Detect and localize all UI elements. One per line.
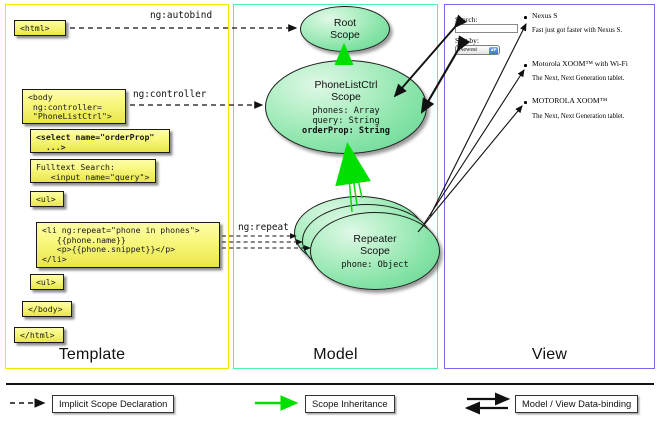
code-box-fulltext-search: Fulltext Search: <input name="query">: [30, 159, 156, 183]
view-phone-snippet: The Next, Next Generation tablet.: [532, 113, 625, 120]
legend-label-databinding: Model / View Data-binding: [515, 395, 639, 413]
scope-prop-orderprop: orderProp: String: [302, 125, 390, 136]
label-ng-repeat: ng:repeat: [238, 222, 289, 233]
root-scope-title-line1: Root: [333, 17, 357, 29]
view-phone-snippet: The Next, Next Generation tablet.: [532, 75, 625, 82]
code-box-li-ngrepeat: <li ng:repeat="phone in phones"> {{phone…: [36, 222, 220, 268]
code-box-body-controller: <body ng:controller= "PhoneListCtrl">: [22, 89, 126, 124]
legend-label-implicit: Implicit Scope Declaration: [52, 395, 175, 413]
view-sort-select-value: Newest: [459, 47, 477, 53]
phonelistctrl-scope-props: phones: Array query: String orderProp: S…: [302, 106, 390, 136]
code-box-ul-close: <ul>: [30, 274, 64, 290]
root-scope-title-line2: Scope: [330, 29, 360, 41]
phonelistctrl-scope-title-line1: PhoneListCtrl: [314, 78, 378, 91]
code-box-ul-open: <ul>: [30, 191, 64, 207]
label-ng-autobind: ng:autobind: [150, 10, 213, 21]
phonelistctrl-scope: PhoneListCtrl Scope phones: Array query:…: [265, 60, 427, 154]
panel-template-title: Template: [58, 346, 126, 363]
view-phone-name: Motorola XOOM™ with Wi-Fi: [532, 59, 628, 68]
chevron-updown-icon: ▴▾: [489, 47, 498, 54]
code-box-html-close: </html>: [14, 327, 64, 343]
view-sort-label: Sort by:: [455, 36, 479, 45]
code-box-body-close: </body>: [22, 301, 72, 317]
label-ng-controller: ng:controller: [133, 89, 207, 100]
repeater-scope-props: phone: Object: [341, 260, 408, 270]
panel-model: Model: [233, 4, 438, 369]
view-search-input[interactable]: [455, 24, 518, 33]
repeater-scope-title-line2: Scope: [360, 244, 390, 257]
phonelistctrl-scope-title-line2: Scope: [331, 90, 361, 103]
scope-prop-query: query: String: [312, 115, 380, 126]
code-box-select-orderprop: <select name="orderProp" ...>: [30, 129, 170, 153]
view-sort-select[interactable]: Newest ▴▾: [455, 45, 500, 55]
view-phone-snippet: Fast just got faster with Nexus S.: [532, 27, 623, 34]
panel-model-title: Model: [313, 346, 358, 363]
legend-divider: [6, 383, 654, 385]
root-scope: Root Scope: [300, 6, 390, 52]
repeater-scope-title-line1: Repeater: [353, 232, 397, 245]
legend-label-inheritance: Scope Inheritance: [305, 395, 395, 413]
repeater-scope: Repeater Scope phone: Object: [310, 212, 440, 290]
view-search-label: Search:: [455, 15, 478, 24]
list-bullet: [524, 16, 527, 19]
list-bullet: [524, 64, 527, 67]
list-bullet: [524, 101, 527, 104]
view-phone-name: Nexus S: [532, 11, 558, 20]
legend: Implicit Scope Declaration Scope Inherit…: [0, 383, 660, 421]
scope-prop-phone: phone: Object: [341, 259, 409, 270]
scope-prop-phones: phones: Array: [312, 105, 380, 116]
view-phone-name: MOTOROLA XOOM™: [532, 96, 608, 105]
code-box-html-open: <html>: [14, 20, 66, 36]
panel-view-title: View: [531, 346, 568, 363]
